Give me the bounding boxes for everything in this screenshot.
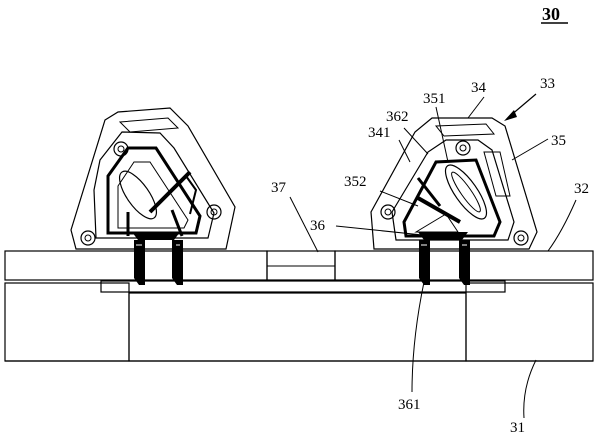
base-31 [4,282,594,362]
pins-left [132,232,183,285]
label-33: 33 [540,76,555,92]
label-352: 352 [344,174,367,190]
connector-left [70,107,236,250]
connector-right [370,117,538,250]
figure-number-text: 30 [542,4,560,24]
label-36: 36 [310,218,326,234]
label-32: 32 [574,181,589,197]
label-361: 361 [398,397,421,413]
reference-labels: 37 36 352 341 362 351 34 33 35 32 361 31 [271,76,589,435]
pins-right [418,232,470,285]
label-351: 351 [423,91,446,107]
label-35: 35 [551,133,566,149]
label-362: 362 [386,109,409,125]
label-34: 34 [471,80,487,96]
figure-number: 30 [541,4,568,24]
label-31: 31 [510,420,525,435]
circuit-board-32 [4,250,594,281]
thin-plate [100,280,506,293]
label-37: 37 [271,180,287,196]
label-341: 341 [368,125,391,141]
leader-lines [289,93,577,419]
